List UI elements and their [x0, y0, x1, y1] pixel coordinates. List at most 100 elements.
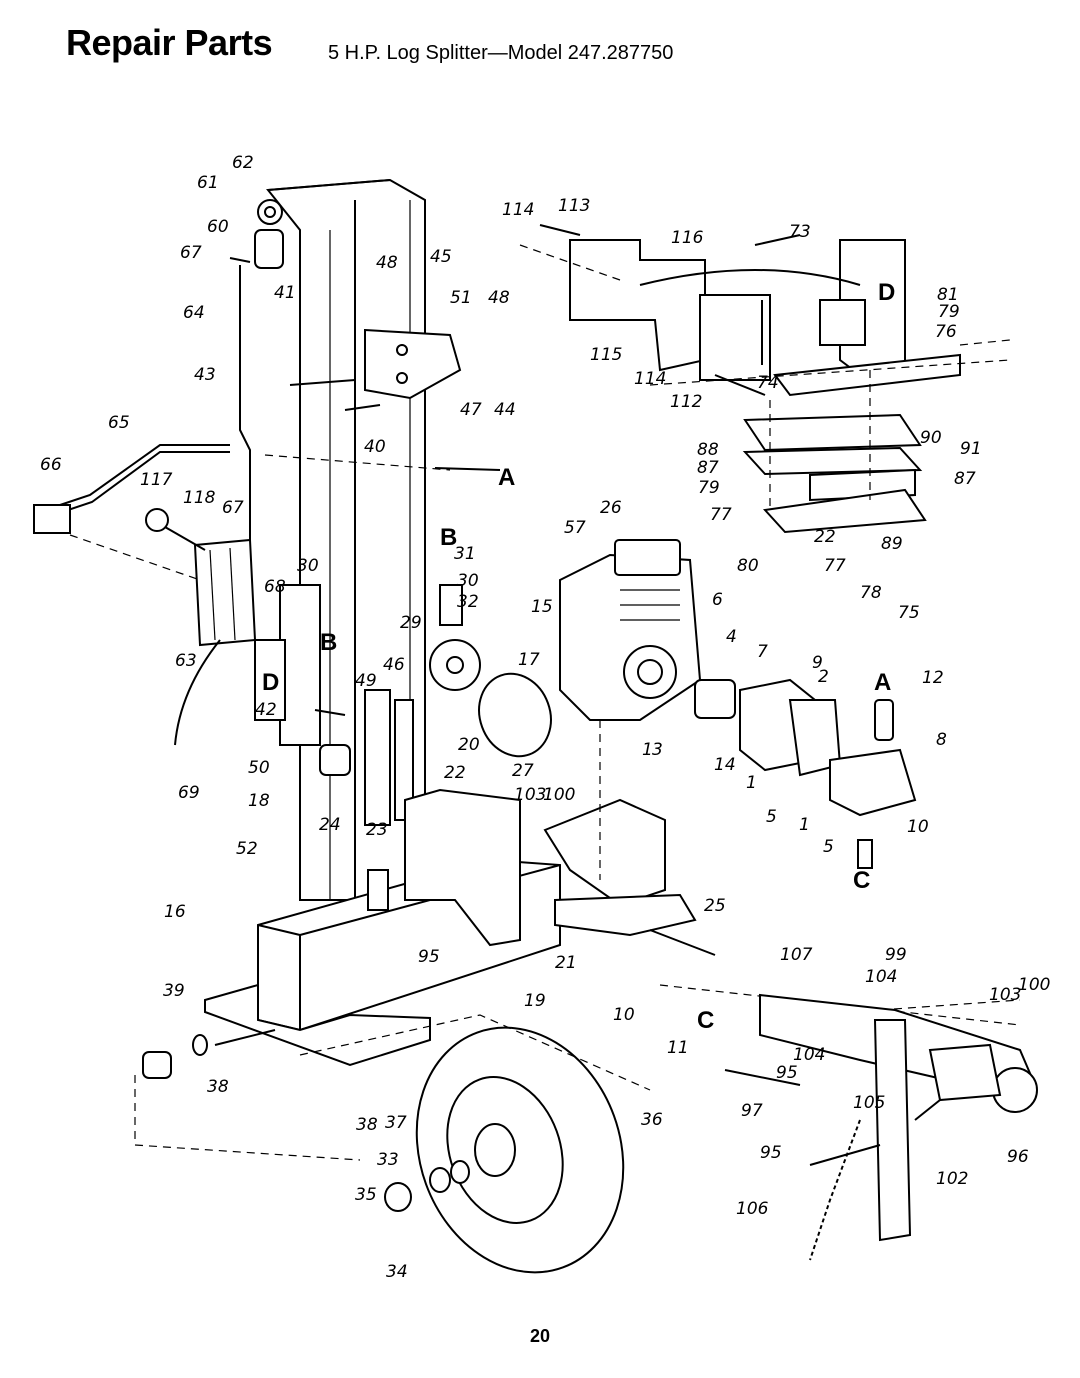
part-callout-10: 10: [613, 1005, 635, 1025]
part-callout-88: 88: [697, 440, 719, 460]
part-callout-81: 81: [937, 285, 959, 305]
wedge-bracket: [364, 328, 462, 400]
part-callout-43: 43: [194, 365, 216, 385]
section-a-left: A: [498, 464, 515, 491]
part-callout-79: 79: [938, 302, 960, 322]
part-callout-18: 18: [248, 791, 270, 811]
section-d-right: D: [878, 279, 895, 306]
part-callout-67: 67: [180, 243, 202, 263]
valve-bracket: D: [254, 584, 321, 746]
part-callout-7: 7: [757, 642, 768, 662]
part-callout-36: 36: [641, 1110, 663, 1130]
foot-plate: [404, 788, 697, 947]
part-callout-45: 45: [430, 247, 452, 267]
section-a-right: A: [874, 669, 891, 696]
part-callout-30: 30: [457, 571, 479, 591]
wheel: [384, 1026, 625, 1274]
part-callout-69: 69: [178, 783, 200, 803]
part-callout-95: 95: [776, 1063, 798, 1083]
part-callout-15: 15: [531, 597, 553, 617]
filter-27: [478, 672, 552, 758]
part-callout-10: 10: [907, 817, 929, 837]
part-callout-30: 30: [297, 556, 319, 576]
engine-mount-frame: D: [569, 239, 961, 397]
part-callout-116: 116: [671, 228, 704, 248]
section-c-bottom: C: [697, 1007, 714, 1034]
part-callout-78: 78: [860, 583, 882, 603]
part-callout-75: 75: [898, 603, 920, 623]
part-callout-57: 57: [564, 518, 586, 538]
part-callout-64: 64: [183, 303, 205, 323]
part-callout-49: 49: [355, 671, 377, 691]
part-callout-29: 29: [400, 613, 422, 633]
part-callout-117: 117: [140, 470, 173, 490]
part-callout-19: 19: [524, 991, 546, 1011]
part-callout-115: 115: [590, 345, 622, 365]
part-callout-2: 2: [818, 667, 829, 687]
part-callout-96: 96: [1007, 1147, 1029, 1167]
part-callout-114: 114: [502, 200, 534, 220]
part-callout-42: 42: [255, 700, 277, 720]
part-callout-102: 102: [936, 1169, 968, 1189]
part-callout-91: 91: [960, 439, 982, 459]
part-callout-38: 38: [356, 1115, 378, 1135]
part-callout-104: 104: [865, 967, 897, 987]
part-callout-35: 35: [355, 1185, 377, 1205]
part-callout-14: 14: [714, 755, 736, 775]
section-c-right: C: [853, 867, 870, 894]
part-callout-22: 22: [444, 763, 466, 783]
part-callout-52: 52: [236, 839, 258, 859]
pump-8: [829, 748, 917, 817]
part-callout-34: 34: [386, 1262, 408, 1282]
part-callout-107: 107: [780, 945, 813, 965]
part-callout-62: 62: [232, 153, 254, 173]
part-callout-12: 12: [922, 668, 944, 688]
part-callout-79: 79: [698, 478, 720, 498]
section-b-left: B: [320, 629, 337, 656]
part-callout-1: 1: [799, 815, 810, 835]
mount-plates: [742, 413, 927, 534]
part-callout-9: 9: [812, 653, 823, 673]
part-callout-63: 63: [175, 651, 197, 671]
section-d-left: D: [262, 669, 279, 696]
dashed-guide-axle: [134, 1075, 361, 1161]
page-number: 20: [529, 1326, 551, 1346]
part-callout-97: 97: [741, 1101, 763, 1121]
part-callout-50: 50: [248, 758, 270, 778]
part-callout-95: 95: [418, 947, 440, 967]
part-callout-90: 90: [920, 428, 942, 448]
part-callout-41: 41: [274, 283, 296, 303]
part-callout-48: 48: [488, 288, 510, 308]
spacer-39: [142, 1051, 172, 1079]
dashed-guide-wheel: [299, 1014, 651, 1091]
part-callout-118: 118: [183, 488, 216, 508]
control-valve: [145, 508, 257, 746]
part-callout-4: 4: [726, 627, 737, 647]
part-callout-112: 112: [670, 392, 702, 412]
fitting-12: [874, 699, 894, 741]
part-callout-73: 73: [789, 222, 811, 242]
part-callout-100: 100: [543, 785, 575, 805]
part-callout-26: 26: [600, 498, 622, 518]
part-callout-21: 21: [555, 953, 577, 973]
part-callout-51: 51: [450, 288, 472, 308]
part-callout-22: 22: [814, 527, 836, 547]
part-callout-6: 6: [712, 590, 723, 610]
part-callout-37: 37: [385, 1113, 407, 1133]
part-callout-40: 40: [364, 437, 386, 457]
page-subtitle: 5 H.P. Log Splitter—Model 247.287750: [328, 42, 674, 64]
section-b-top: B: [440, 524, 457, 551]
hardware-bolts: [289, 224, 941, 1166]
part-callout-33: 33: [377, 1150, 399, 1170]
part-callout-5: 5: [823, 837, 834, 857]
part-callout-23: 23: [366, 820, 388, 840]
fitting-32: [439, 584, 463, 626]
coupler-7: [694, 679, 736, 719]
part-callout-103: 103: [514, 785, 546, 805]
part-callout-1: 1: [746, 773, 757, 793]
part-callout-103: 103: [989, 985, 1021, 1005]
part-callout-113: 113: [558, 196, 590, 216]
part-callout-32: 32: [457, 592, 479, 612]
part-callout-65: 65: [108, 413, 130, 433]
